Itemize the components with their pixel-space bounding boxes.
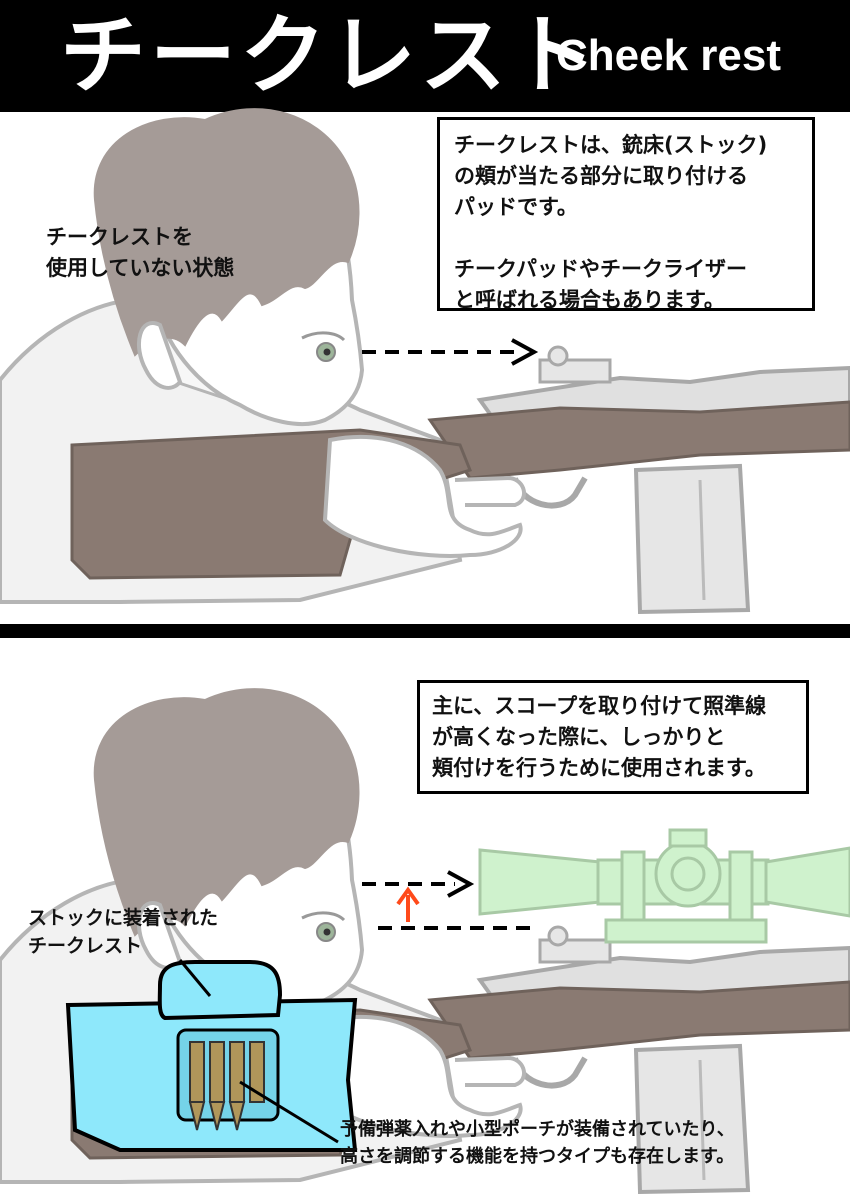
ammo-pouch xyxy=(188,1041,265,1131)
leader-line-mounted xyxy=(178,959,212,997)
eye-level-arrow-top xyxy=(362,338,539,366)
leader-line-features xyxy=(239,1080,339,1144)
label-cheek-rest-features: 予備弾薬入れや小型ポーチが装備されていたり、 高さを調節する機能を持つタイプも存… xyxy=(340,1119,735,1167)
eye-level-arrow-bottom xyxy=(362,870,530,930)
cheek-rest xyxy=(65,960,358,1152)
title-japanese: チークレスト xyxy=(60,6,600,106)
title-english: Cheek rest xyxy=(556,31,782,80)
label-without-cheek-rest: チークレストを 使用していない状態 xyxy=(46,225,235,280)
raise-arrow-icon xyxy=(396,886,420,922)
explanation-box-top: チークレストは、銃床(ストック) の頬が当たる部分に取り付ける パッドです。 チ… xyxy=(437,117,815,312)
explanation-box-bottom: 主に、スコープを取り付けて照準線 が高くなった際に、しっかりと 頬付けを行うため… xyxy=(417,680,809,794)
label-mounted-cheek-rest: ストックに装着された チークレスト xyxy=(28,907,219,957)
scope xyxy=(478,828,850,944)
panel-divider xyxy=(0,624,850,638)
title-banner: チークレスト Cheek rest xyxy=(0,0,850,112)
